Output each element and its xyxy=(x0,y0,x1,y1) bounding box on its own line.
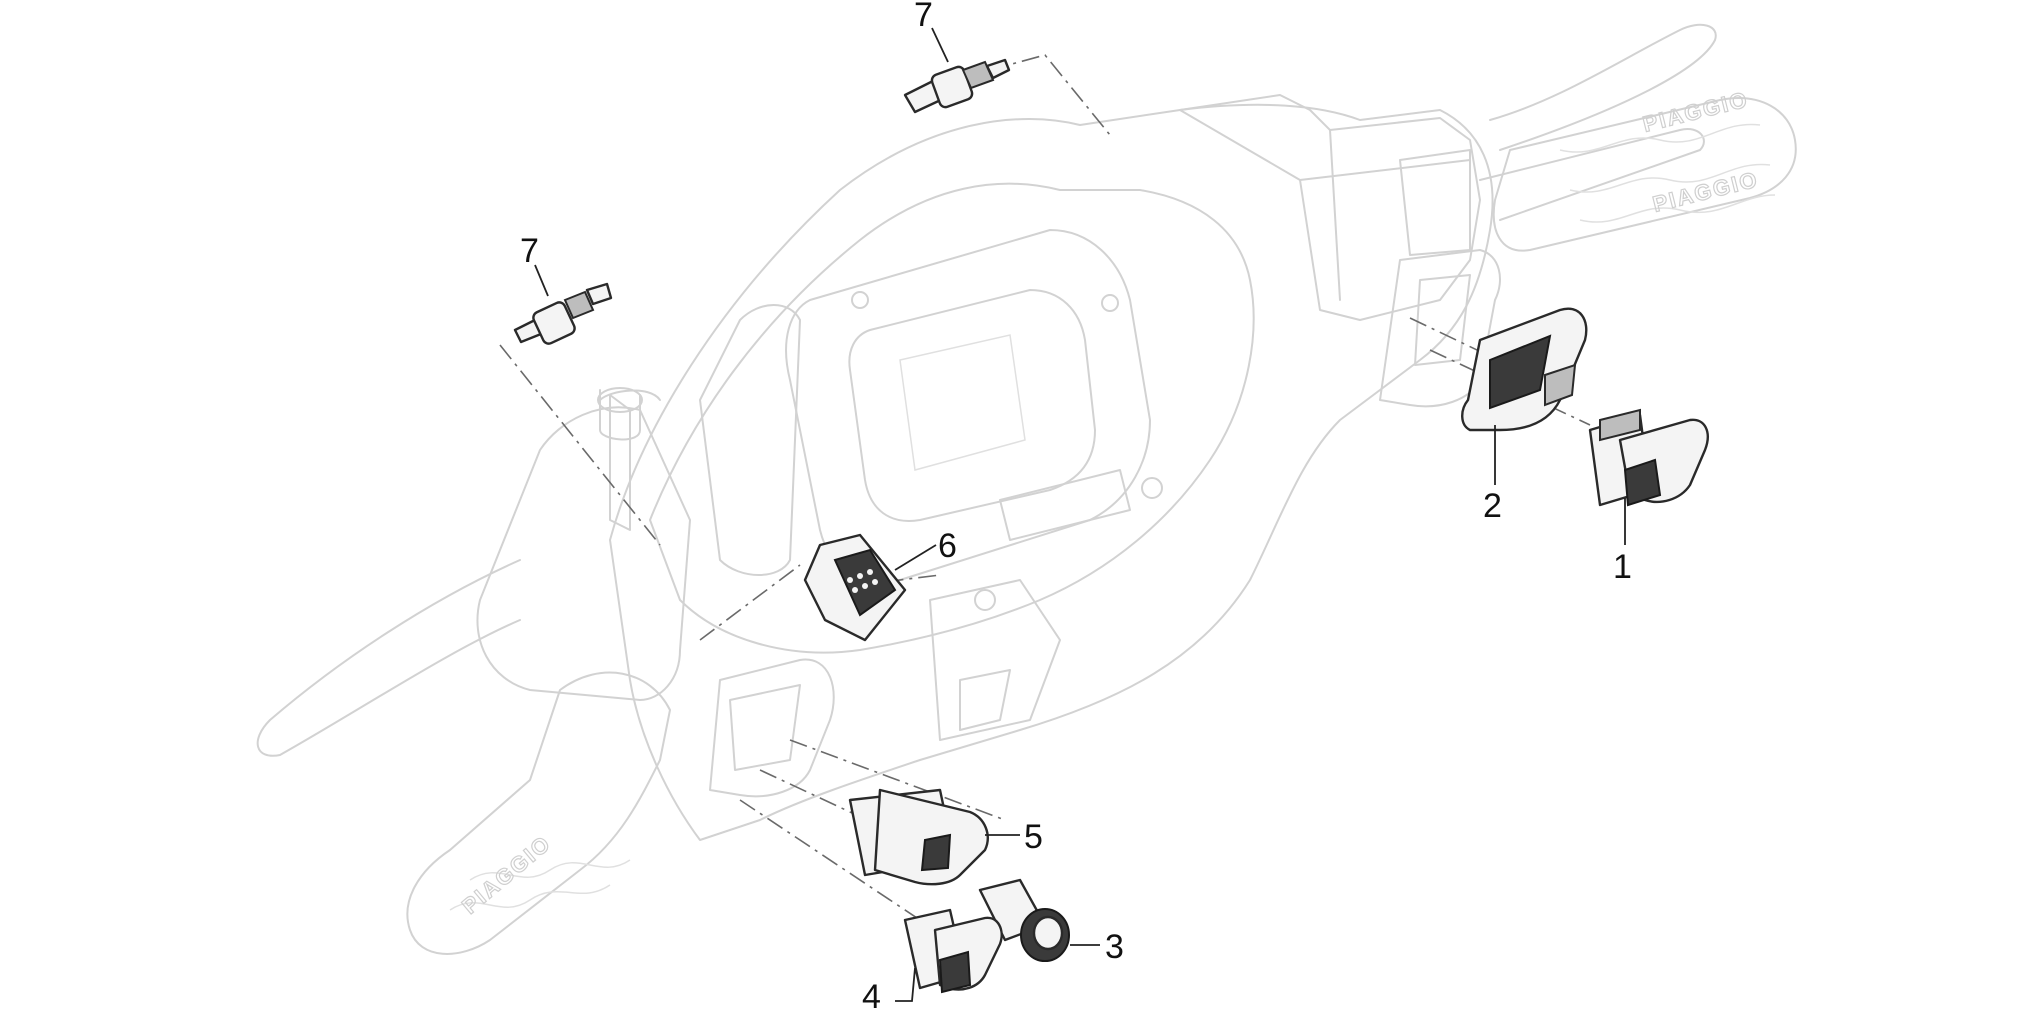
callout-2: 2 xyxy=(1483,487,1502,525)
callout-3: 3 xyxy=(1105,928,1124,966)
rocker-switch-4 xyxy=(903,908,1003,994)
bulb-socket-top xyxy=(903,58,1011,114)
callout-5: 5 xyxy=(1024,818,1043,856)
callout-1: 1 xyxy=(1613,548,1632,586)
leader-lines xyxy=(534,27,1626,1002)
rocker-switch-1 xyxy=(1588,408,1709,507)
dashboard-switch-6 xyxy=(803,533,907,642)
switch-frame-2 xyxy=(1461,307,1588,432)
callout-4: 4 xyxy=(862,978,881,1011)
callout-7-top: 7 xyxy=(914,0,933,34)
push-button-3 xyxy=(978,878,1070,962)
callout-6: 6 xyxy=(938,527,957,565)
switch-housing-5 xyxy=(848,788,989,886)
handlebar-outline xyxy=(256,23,1797,955)
bulb-socket-left xyxy=(513,282,613,345)
callout-7-left: 7 xyxy=(520,232,539,270)
